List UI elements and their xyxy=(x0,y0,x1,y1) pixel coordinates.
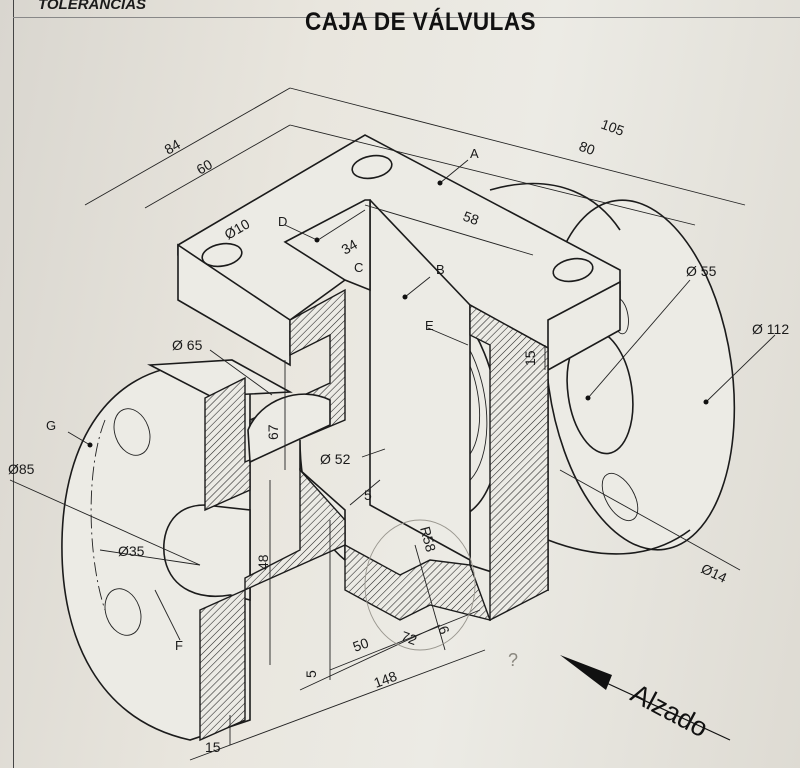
dim-105: 105 xyxy=(599,116,627,139)
view-direction-arrow xyxy=(560,655,612,690)
sheet-border-left xyxy=(13,0,14,768)
tolerancias-label: TOLERANCIAS xyxy=(38,0,147,13)
dim-48: 48 xyxy=(255,554,271,570)
dim-dia35: Ø35 xyxy=(118,543,145,559)
dimension-labels: 84 60 105 80 58 34 15 67 48 5 5 50 72 14… xyxy=(8,116,789,755)
dim-15-bottom: 15 xyxy=(205,739,221,755)
dim-dia65: Ø 65 xyxy=(172,337,203,353)
dim-60: 60 xyxy=(194,156,216,178)
point-e: E xyxy=(425,318,434,333)
pencil-question-mark: ? xyxy=(508,650,518,670)
dim-r58: R58 xyxy=(417,525,439,554)
dim-dia14: Ø14 xyxy=(699,560,730,586)
dim-148: 148 xyxy=(372,668,400,691)
valve-body xyxy=(177,134,621,742)
dimension-lines xyxy=(9,87,776,761)
top-hole-a xyxy=(351,154,393,180)
section-hatch-left-upper xyxy=(204,288,346,512)
dim-50: 50 xyxy=(351,634,371,654)
dim-dia85: Ø85 xyxy=(8,461,35,477)
sheet-border-top xyxy=(13,17,800,18)
point-b: B xyxy=(436,262,445,277)
point-a: A xyxy=(470,146,479,161)
point-labels: A B C D E F G ? xyxy=(46,146,518,670)
point-c: C xyxy=(354,260,363,275)
dim-72: 72 xyxy=(399,628,419,648)
dim-dia112: Ø 112 xyxy=(752,321,789,337)
point-f: F xyxy=(175,638,183,653)
dim-84: 84 xyxy=(162,136,184,158)
point-d: D xyxy=(278,214,287,229)
dim-67: 67 xyxy=(265,424,281,440)
dim-34: 34 xyxy=(339,236,361,258)
dim-80: 80 xyxy=(577,138,597,158)
dim-dia52: Ø 52 xyxy=(320,451,351,467)
dim-5-bottom: 5 xyxy=(303,670,319,678)
page-title: CAJA DE VÁLVULAS xyxy=(305,8,536,36)
left-bolt-hole-bottom xyxy=(104,588,142,636)
point-g: G xyxy=(46,418,56,433)
dim-5-top: 5 xyxy=(364,487,372,503)
top-hole-right xyxy=(552,257,594,283)
dim-58: 58 xyxy=(461,208,481,228)
left-bolt-hole-top xyxy=(113,408,151,456)
flange-bolt-hole xyxy=(601,472,639,522)
section-hatch-left-lower xyxy=(199,468,346,742)
top-hole-left xyxy=(201,242,243,268)
dim-dia55: Ø 55 xyxy=(686,263,717,279)
section-hatch-bottom xyxy=(344,543,492,621)
dim-15-top: 15 xyxy=(522,350,538,366)
